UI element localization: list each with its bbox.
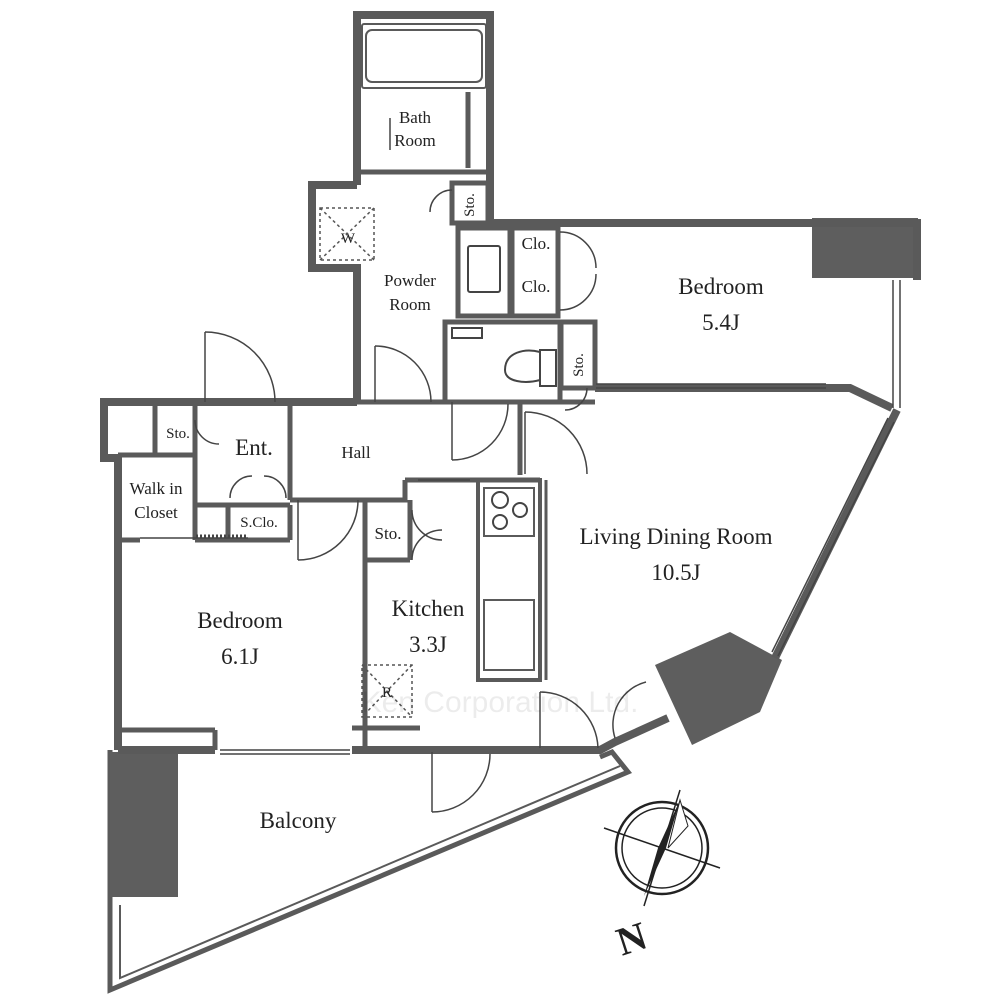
bathtub [361,23,487,168]
compass-north-label: N [611,913,652,965]
bath-room-label-line1: Bath [399,108,432,127]
living-dining-label: Living Dining Room [580,524,773,549]
entrance-label: Ent. [235,435,273,460]
bedroom-south-label: Bedroom [197,608,283,633]
doors [194,118,647,813]
sto-ent-label: Sto. [166,426,190,442]
sto-kitchen-label: Sto. [375,524,402,543]
refrigerator-label: R [382,685,392,701]
walls [100,11,921,754]
living-dining-size: 10.5J [651,560,700,585]
bedroom-north-size: 5.4J [702,310,740,335]
pillars [110,218,918,897]
sto-toilet-label: Sto. [571,353,587,377]
powder-room-label-line1: Powder [384,271,436,290]
balcony-label: Balcony [260,808,337,833]
shoe-closet-label: S.Clo. [240,515,278,531]
bedroom-north-label: Bedroom [678,274,764,299]
washer-space [319,207,375,261]
walk-in-closet-label-line2: Closet [134,503,178,522]
clo-label-2: Clo. [522,277,551,296]
stove-burners [491,491,528,530]
sink [467,245,501,293]
windows [140,280,901,755]
walk-in-closet-label-line1: Walk in [130,479,183,498]
toilet [451,327,557,387]
compass-icon [603,789,721,907]
clo-label-1: Clo. [522,234,551,253]
watermark: Ken Corporation Ltd. [362,686,639,719]
hall-label: Hall [341,443,371,462]
kitchen-counter [476,478,548,682]
bedroom-south-size: 6.1J [221,644,259,669]
sto-bath-label: Sto. [462,193,478,217]
washer-label: W [341,231,356,247]
refrigerator-space [361,664,413,718]
kitchen-size: 3.3J [409,632,447,657]
kitchen-label: Kitchen [392,596,465,621]
bath-room-label-line2: Room [394,131,436,150]
balcony-outline [107,748,633,994]
powder-room-label-line2: Room [389,295,431,314]
interior-walls [118,169,598,750]
